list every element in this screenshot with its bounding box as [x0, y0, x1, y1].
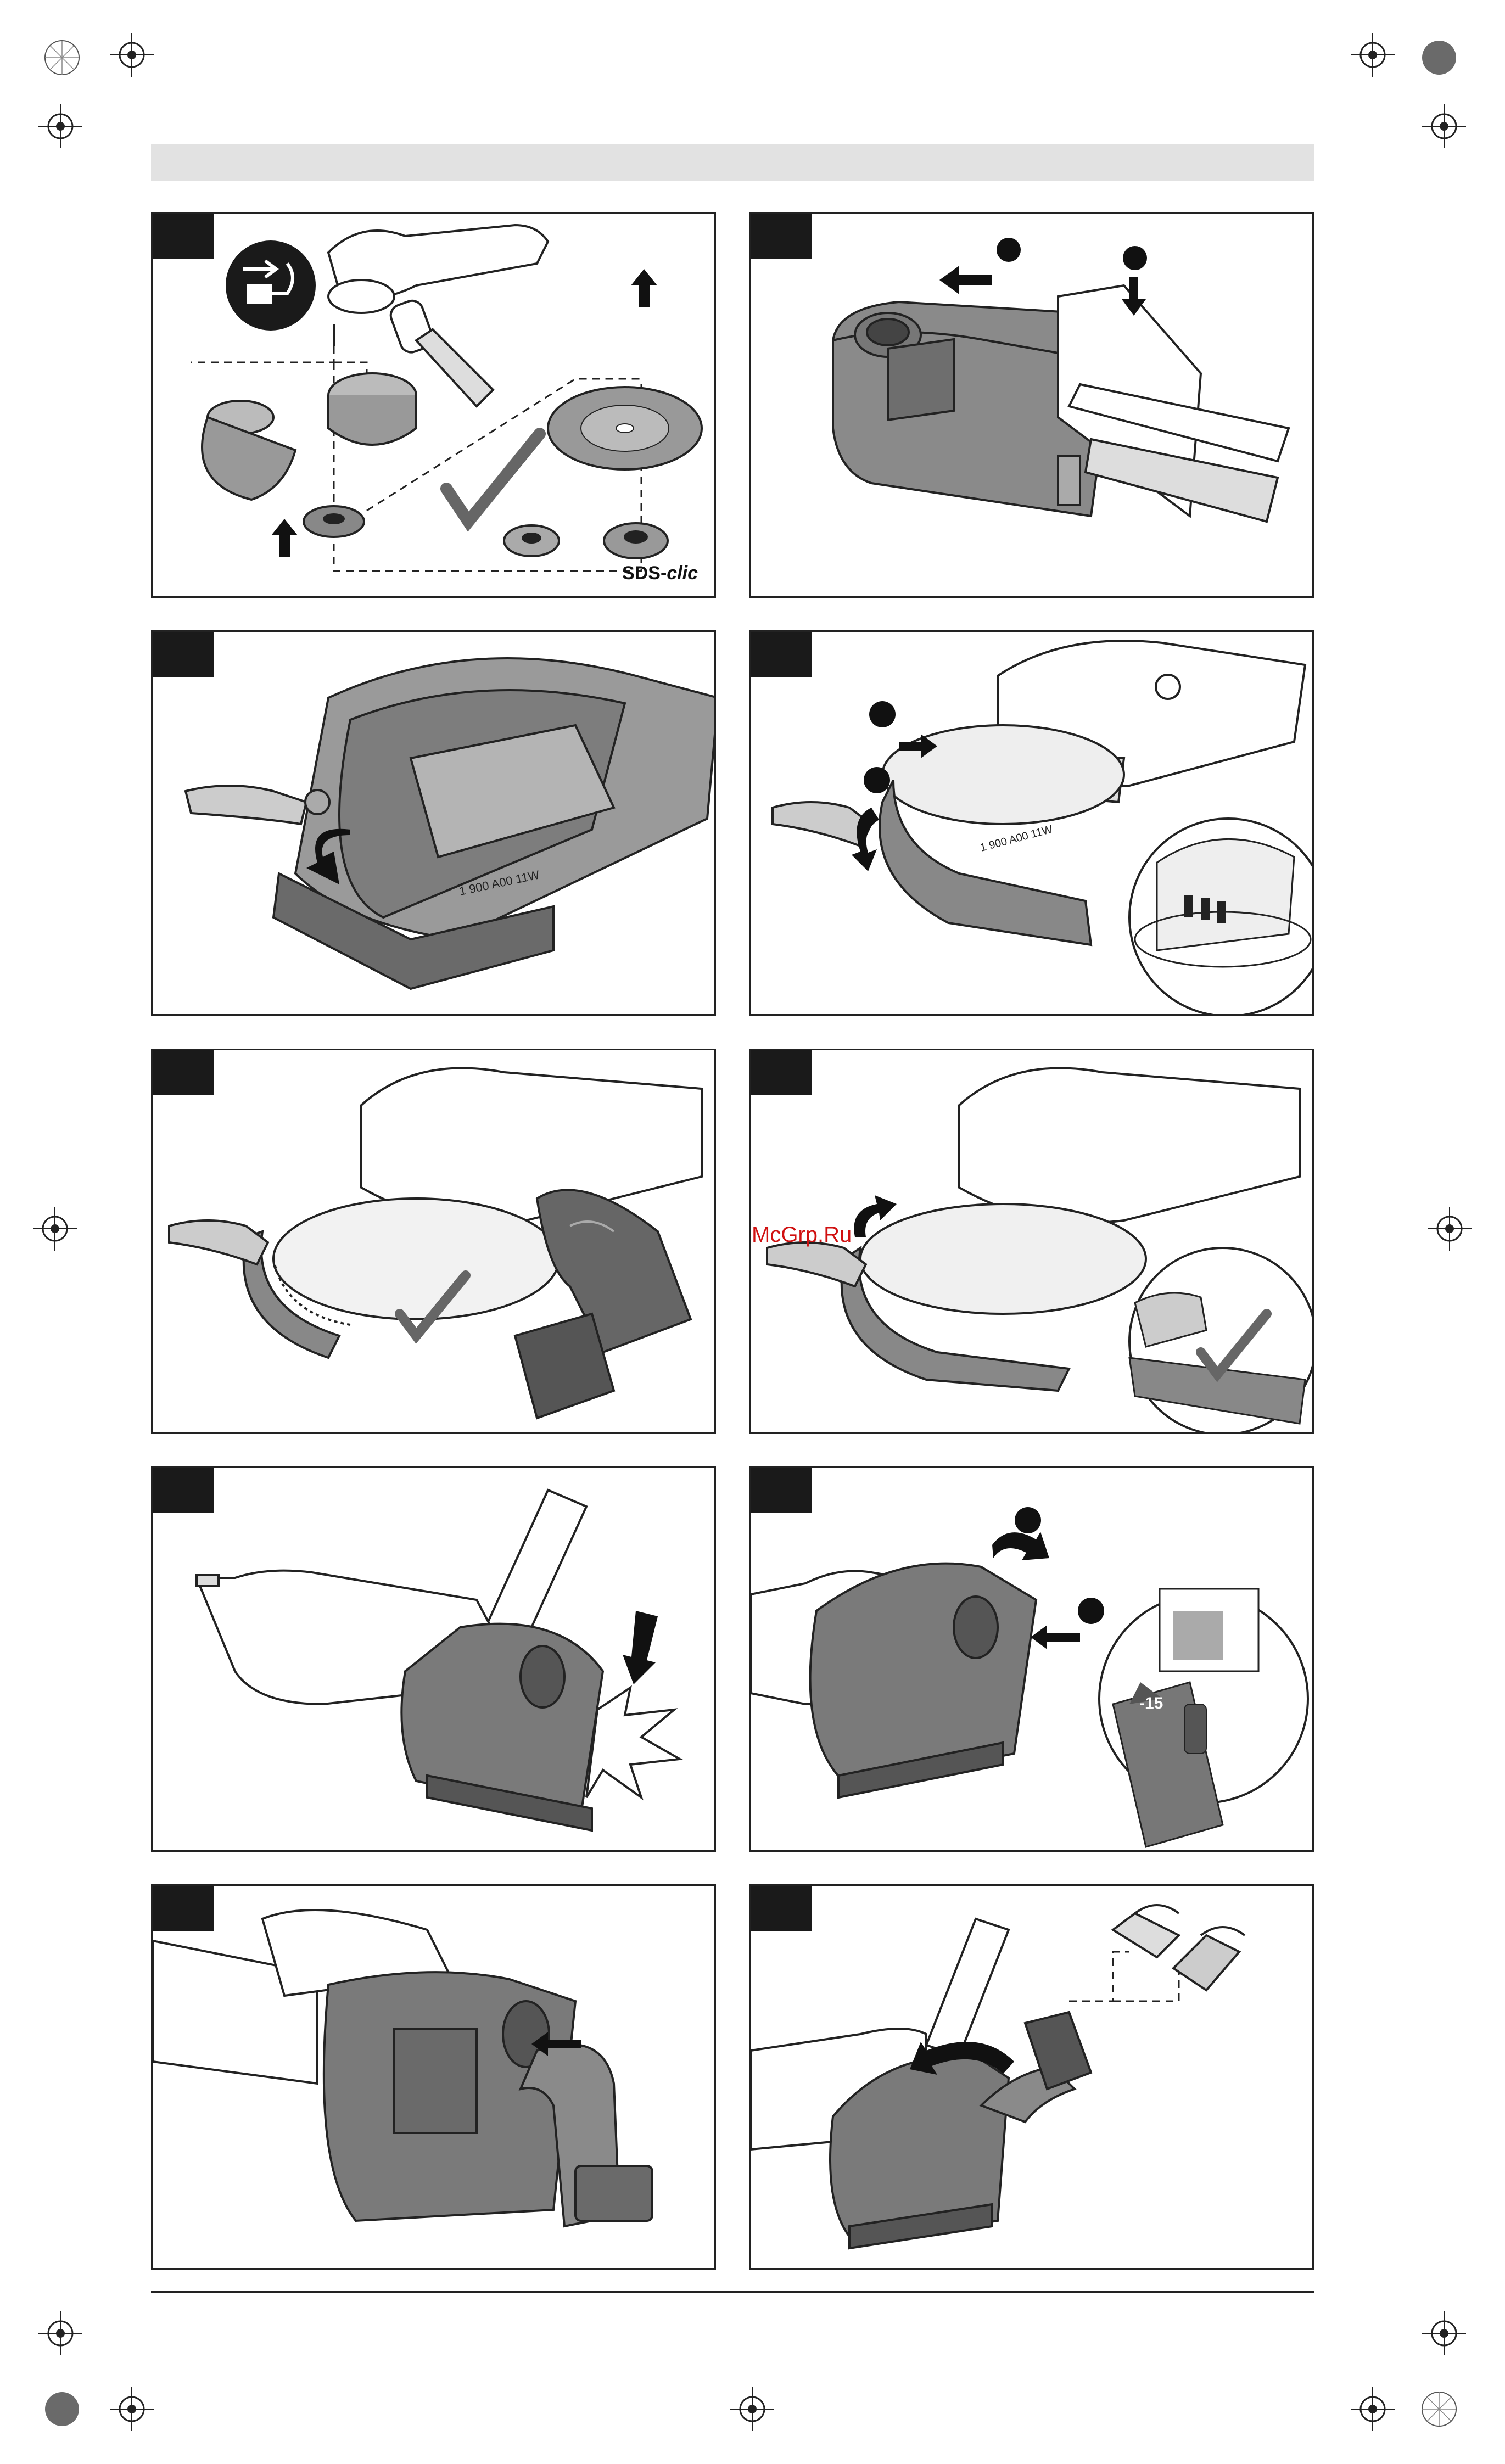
- panel-1-illustration: [153, 214, 716, 598]
- step-marker-1: [997, 238, 1021, 262]
- registration-mark-top-left-2: [38, 104, 82, 148]
- sds-clic-label: SDS-clic: [622, 563, 698, 584]
- registration-mark-bottom-left-2: [110, 2387, 154, 2431]
- auxiliary-handle: [926, 1919, 1009, 2056]
- panel-8-illustration: -15: [751, 1468, 1314, 1852]
- registration-mark-top-right-2: [1422, 104, 1466, 148]
- footer-rule: [151, 2291, 1314, 2293]
- detail-inset: -15: [1099, 1589, 1308, 1847]
- hose-adapter-1: [1113, 1905, 1179, 1957]
- watermark: McGrp.Ru: [752, 1223, 852, 1247]
- checkmark-icon: [446, 434, 540, 522]
- registration-mark-bottom-right-2: [1422, 2311, 1466, 2355]
- cutting-guard: [401, 1624, 603, 1830]
- figure-panel-8: -15: [749, 1466, 1314, 1852]
- cutting-guard-cover: [515, 1190, 691, 1418]
- diamond-blade: [548, 387, 702, 469]
- locking-nut: [504, 525, 559, 556]
- figure-panel-7: [151, 1466, 716, 1852]
- figure-panel-10: [749, 1884, 1314, 2270]
- figure-panel-5: [151, 1049, 716, 1434]
- figure-panel-2: [749, 212, 1314, 598]
- registration-mark-mid-right: [1428, 1207, 1472, 1251]
- color-target-bottom-right: [1421, 2391, 1457, 2427]
- registration-mark-top-left: [110, 33, 154, 77]
- step-marker-1: [869, 701, 896, 727]
- detail-inset: [1129, 1248, 1314, 1434]
- color-target-top-right: [1421, 40, 1457, 76]
- registration-mark-mid-left: [33, 1207, 77, 1251]
- guard-ring: [328, 373, 416, 445]
- panel-3-illustration: 1 900 A00 11W: [153, 632, 716, 1016]
- sds-clic-nut: [604, 523, 668, 558]
- guard-part-number: 1 900 A00 11W: [979, 824, 1054, 854]
- panel-9-illustration: [153, 1886, 716, 2270]
- click-burst-icon: [586, 1688, 680, 1797]
- guard-interior: [273, 658, 716, 989]
- cutting-guard: [324, 1972, 575, 2221]
- registration-mark-top-right: [1351, 33, 1395, 77]
- bevel-angle-value: -15: [1139, 1694, 1163, 1712]
- arrow-down-icon: [623, 1611, 658, 1684]
- detail-inset: [1129, 819, 1314, 1016]
- arrow-left-icon: [939, 266, 992, 294]
- registration-mark-bottom-right: [1351, 2387, 1395, 2431]
- panel-4-illustration: 1 900 A00 11W: [751, 632, 1314, 1016]
- color-target-top-left: [44, 40, 80, 76]
- diamond-blade: [273, 1199, 559, 1325]
- figure-panel-3: 1 900 A00 11W: [151, 630, 716, 1016]
- hose-adapter-2: [1173, 1927, 1245, 1990]
- cutting-guard: [810, 1564, 1036, 1797]
- panel-5-illustration: [153, 1050, 716, 1434]
- panel-2-illustration: [751, 214, 1314, 598]
- step-marker-2: [1123, 246, 1147, 270]
- figure-panel-4: 1 900 A00 11W: [749, 630, 1314, 1016]
- step-marker-2: [1078, 1598, 1104, 1624]
- flange-nut: [304, 506, 364, 537]
- rotate-arrow-icon: [992, 1532, 1049, 1560]
- arrow-left-icon: [1031, 1625, 1080, 1649]
- step-marker-2: [864, 767, 890, 793]
- figure-panel-9: [151, 1884, 716, 2270]
- old-guard: [202, 401, 295, 500]
- registration-mark-bottom-left: [38, 2311, 82, 2355]
- step-marker-1: [1015, 1507, 1041, 1533]
- registration-mark-bottom-center: [730, 2387, 774, 2431]
- figure-panel-1: SDS-clic: [151, 212, 716, 598]
- panel-7-illustration: [153, 1468, 716, 1852]
- color-target-bottom-left: [44, 2391, 80, 2427]
- header-bar: [151, 144, 1314, 181]
- guard: [773, 725, 1124, 945]
- panel-10-illustration: [751, 1886, 1314, 2270]
